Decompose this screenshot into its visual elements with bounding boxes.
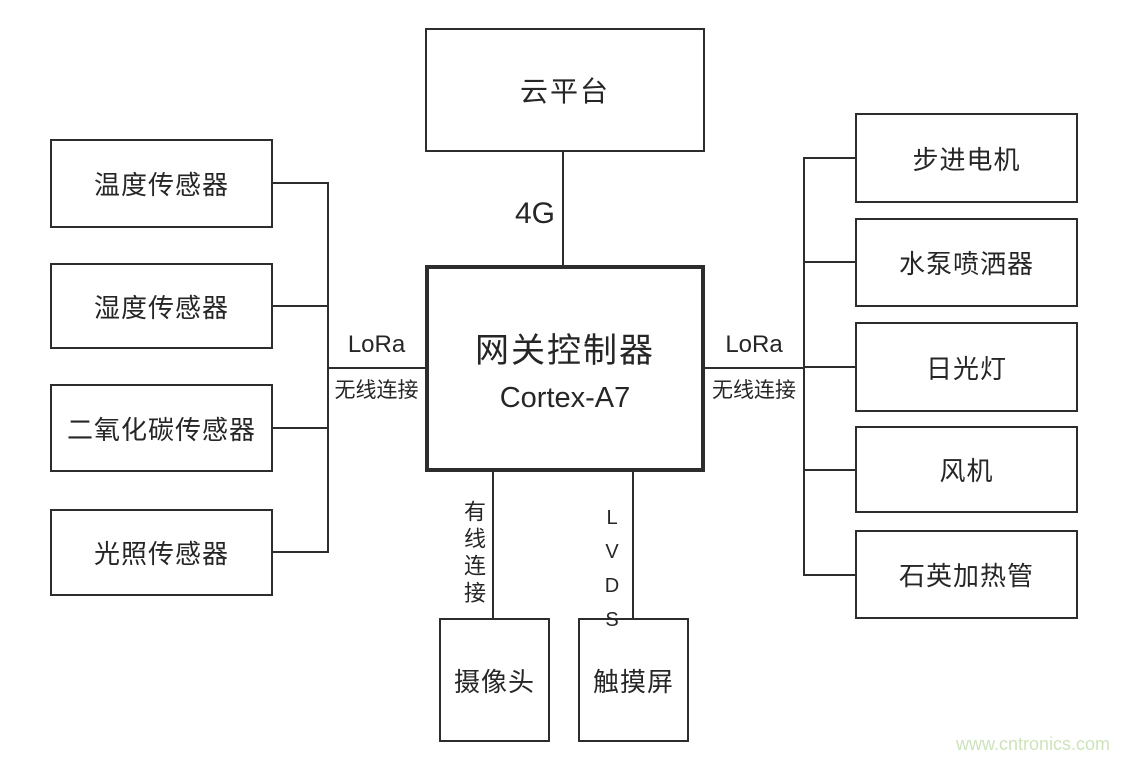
connector-gateway-touchscreen xyxy=(632,472,634,618)
node-fluorescent-lamp: 日光灯 xyxy=(855,322,1078,412)
connector-stub-lamp xyxy=(803,366,857,368)
connector-stub-light xyxy=(272,551,329,553)
edge-label-wired-connection: 有线连接 xyxy=(461,500,486,608)
node-stepper-motor: 步进电机 xyxy=(855,113,1078,203)
node-label: 云平台 xyxy=(519,76,610,107)
node-camera: 摄像头 xyxy=(439,618,550,742)
gateway-subtitle: Cortex-A7 xyxy=(499,381,631,414)
edge-label-wireless-right: 无线连接 xyxy=(712,379,796,402)
node-label: 湿度传感器 xyxy=(93,292,229,323)
node-label: 风机 xyxy=(939,456,994,486)
edge-label-wireless-left: 无线连接 xyxy=(334,379,419,402)
node-label: 摄像头 xyxy=(453,666,535,697)
connector-stub-pump xyxy=(803,261,857,263)
node-label: 石英加热管 xyxy=(898,561,1034,591)
gateway-title: 网关控制器 xyxy=(475,331,655,370)
connector-stub-temperature xyxy=(272,182,329,184)
watermark-text: www.cntronics.com xyxy=(955,734,1110,754)
edge-label-4g: 4G xyxy=(514,197,555,230)
connector-leftbus-gateway xyxy=(327,367,425,369)
edge-label-lora-right: LoRa xyxy=(725,331,783,358)
node-label: 步进电机 xyxy=(912,144,1021,175)
node-label: 日光灯 xyxy=(925,353,1007,384)
node-label: 光照传感器 xyxy=(93,539,229,569)
node-label: 温度传感器 xyxy=(93,170,229,200)
connector-stub-fan xyxy=(803,469,857,471)
node-label: 二氧化碳传感器 xyxy=(66,414,256,445)
node-touchscreen: 触摸屏 xyxy=(578,618,689,742)
node-label: 水泵喷洒器 xyxy=(898,249,1034,279)
connector-stub-heater xyxy=(803,574,857,576)
node-co2-sensor: 二氧化碳传感器 xyxy=(50,384,273,472)
node-quartz-heater: 石英加热管 xyxy=(855,530,1078,619)
node-temperature-sensor: 温度传感器 xyxy=(50,139,273,228)
connector-stub-stepper xyxy=(803,157,857,159)
node-water-pump-sprayer: 水泵喷洒器 xyxy=(855,218,1078,307)
node-light-sensor: 光照传感器 xyxy=(50,509,273,596)
node-humidity-sensor: 湿度传感器 xyxy=(50,263,273,349)
edge-label-lora-left: LoRa xyxy=(347,331,406,358)
connector-gateway-rightbus xyxy=(705,367,805,369)
connector-gateway-camera xyxy=(492,472,494,618)
edge-label-lvds: LVDS xyxy=(601,507,623,643)
connector-stub-co2 xyxy=(272,427,329,429)
node-cloud-platform: 云平台 xyxy=(425,28,705,152)
node-gateway-controller: 网关控制器 Cortex-A7 xyxy=(425,265,705,472)
connector-cloud-gateway xyxy=(562,152,564,265)
node-fan: 风机 xyxy=(855,426,1078,513)
node-label: 触摸屏 xyxy=(592,666,674,697)
connector-stub-humidity xyxy=(272,305,329,307)
